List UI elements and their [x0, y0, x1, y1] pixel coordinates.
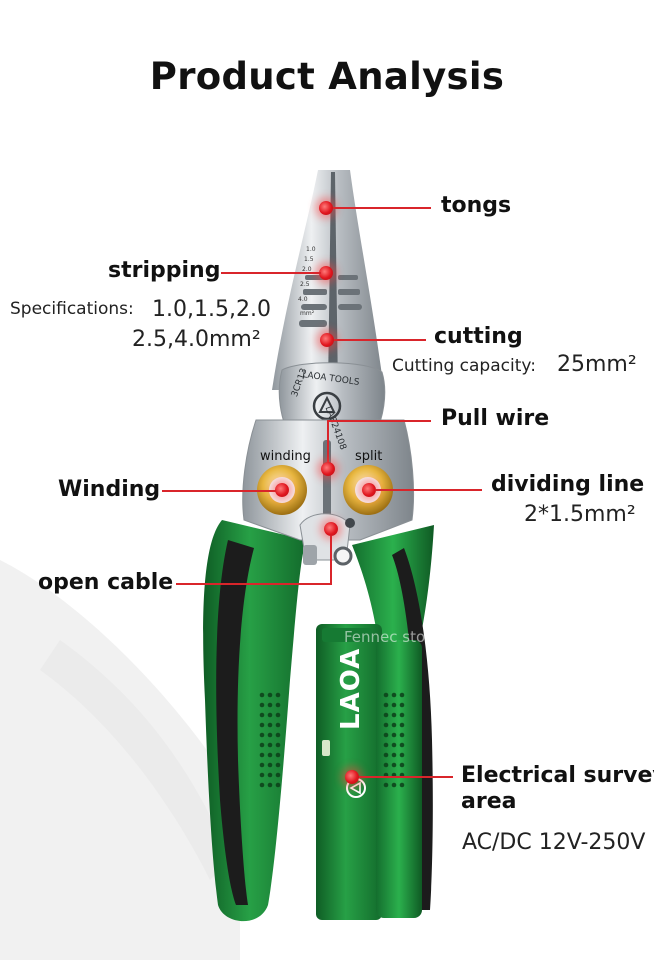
- cutting-leader: [334, 339, 426, 341]
- winding-hole-label: winding: [260, 449, 311, 464]
- survey-spec: AC/DC 12V-250V: [462, 830, 646, 855]
- gauge-mark: 2.5: [300, 281, 310, 288]
- gauge-mark: 2.0: [302, 266, 312, 273]
- tongs-leader: [333, 207, 431, 209]
- pull-wire-leader: [327, 420, 431, 422]
- page-title: Product Analysis: [149, 55, 505, 98]
- watermark: Fennec store: [344, 628, 441, 646]
- cutting-label: cutting: [434, 324, 523, 349]
- cutting-spec-value: 25mm²: [557, 352, 637, 377]
- tongs-marker: [319, 201, 333, 215]
- survey-label-line2: area: [461, 789, 517, 814]
- survey-leader: [359, 776, 453, 778]
- pull-wire-vleader: [327, 420, 329, 462]
- tongs-label: tongs: [441, 193, 512, 218]
- pull-wire-marker: [321, 462, 335, 476]
- open-cable-vleader: [330, 536, 332, 584]
- open-cable-label: open cable: [38, 570, 174, 595]
- stripping-spec-line1: 1.0,1.5,2.0: [152, 297, 271, 322]
- winding-marker: [275, 483, 289, 497]
- cutting-spec-label: Cutting capacity:: [392, 356, 536, 376]
- split-hole-label: split: [355, 449, 383, 464]
- stripping-marker: [319, 266, 333, 280]
- winding-leader: [162, 490, 276, 492]
- handle-brand-logo: LAOA: [336, 647, 366, 730]
- cutting-marker: [320, 333, 334, 347]
- pull-wire-label: Pull wire: [441, 406, 550, 431]
- stripping-spec-label: Specifications:: [10, 299, 134, 319]
- survey-label-line1: Electrical survey: [461, 763, 654, 788]
- gauge-mark: 4.0: [298, 296, 308, 303]
- open-cable-marker: [324, 522, 338, 536]
- dividing-line-label: dividing line: [491, 472, 645, 497]
- dividing-line-spec: 2*1.5mm²: [524, 502, 636, 527]
- dividing-line-leader: [376, 489, 482, 491]
- winding-label: Winding: [58, 477, 161, 502]
- stripping-leader: [221, 272, 321, 274]
- gauge-mark: 1.0: [306, 246, 316, 253]
- survey-marker: [345, 770, 359, 784]
- dividing-line-marker: [362, 483, 376, 497]
- gauge-mark: 1.5: [304, 256, 314, 263]
- gauge-mark: mm²: [300, 310, 315, 317]
- open-cable-leader: [176, 583, 332, 585]
- stripping-label: stripping: [108, 258, 221, 283]
- stripping-spec-line2: 2.5,4.0mm²: [132, 327, 261, 352]
